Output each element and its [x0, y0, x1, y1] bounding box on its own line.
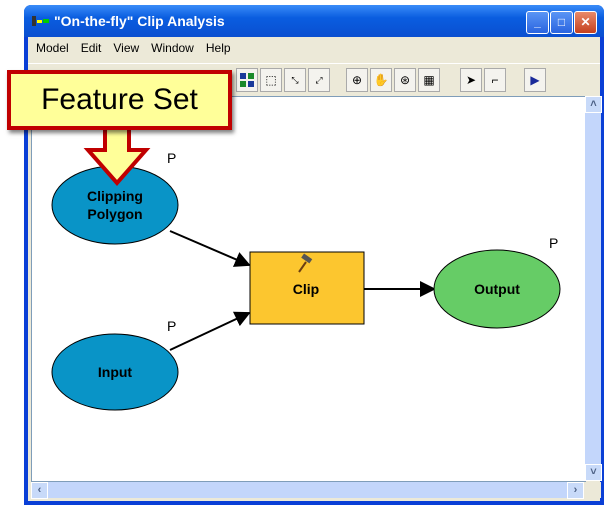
- scroll-down-icon[interactable]: ˅: [585, 464, 602, 481]
- feature-set-callout: Feature Set: [7, 70, 232, 130]
- maximize-button[interactable]: □: [550, 11, 573, 34]
- select-area-icon[interactable]: ⬚: [260, 68, 282, 92]
- pan-icon[interactable]: ✋: [370, 68, 392, 92]
- window-title: "On-the-fly" Clip Analysis: [54, 13, 225, 29]
- input-node[interactable]: Input: [51, 333, 179, 411]
- grid-icon[interactable]: [236, 68, 258, 92]
- pointer-icon[interactable]: ➤: [460, 68, 482, 92]
- close-button[interactable]: ✕: [574, 11, 597, 34]
- clip-tool-node[interactable]: Clip: [249, 251, 365, 325]
- scroll-left-icon[interactable]: ‹: [31, 482, 48, 499]
- menu-edit[interactable]: Edit: [80, 41, 102, 55]
- menu-model[interactable]: Model: [36, 41, 69, 55]
- shrink-icon[interactable]: ⤡: [284, 68, 306, 92]
- node-label: Output: [474, 281, 520, 297]
- model-builder-icon: [32, 16, 49, 26]
- menu-view[interactable]: View: [113, 41, 140, 55]
- expand-icon[interactable]: ⤢: [308, 68, 330, 92]
- node-label: Input: [98, 364, 133, 380]
- menu-help[interactable]: Help: [205, 41, 231, 55]
- minimize-button[interactable]: _: [526, 11, 549, 34]
- connect-icon[interactable]: ⌐: [484, 68, 506, 92]
- parameter-marker: P: [167, 318, 176, 334]
- menu-window[interactable]: Window: [151, 41, 194, 55]
- run-icon[interactable]: ▶: [524, 68, 546, 92]
- connector-clipping-to-clip[interactable]: [169, 230, 251, 267]
- horizontal-scrollbar[interactable]: ‹ ›: [31, 482, 584, 499]
- title-bar[interactable]: "On-the-fly" Clip Analysis _ □ ✕: [24, 5, 604, 37]
- clipping-polygon-node[interactable]: Clipping Polygon: [51, 165, 179, 245]
- node-label: Clip: [293, 281, 319, 297]
- scroll-up-icon[interactable]: ˄: [585, 96, 602, 113]
- scroll-right-icon[interactable]: ›: [567, 482, 584, 499]
- node-label: Clipping: [87, 188, 143, 204]
- toolbar: ⬚ ⤡ ⤢ ⊕ ✋ ⊛ ▦ ➤ ⌐ ▶: [28, 63, 600, 96]
- parameter-marker: P: [549, 235, 558, 251]
- zoom-full-icon[interactable]: ⊛: [394, 68, 416, 92]
- vertical-scrollbar[interactable]: ˄ ˅: [585, 96, 602, 481]
- hammer-icon: [298, 253, 313, 273]
- zoom-in-icon[interactable]: ⊕: [346, 68, 368, 92]
- menu-bar: Model Edit View Window Help: [28, 37, 600, 59]
- connector-input-to-clip[interactable]: [169, 311, 251, 351]
- parameter-marker: P: [167, 150, 176, 166]
- output-node[interactable]: Output: [433, 249, 561, 329]
- overview-icon[interactable]: ▦: [418, 68, 440, 92]
- resize-grip[interactable]: [585, 482, 601, 498]
- node-label: Polygon: [87, 206, 142, 222]
